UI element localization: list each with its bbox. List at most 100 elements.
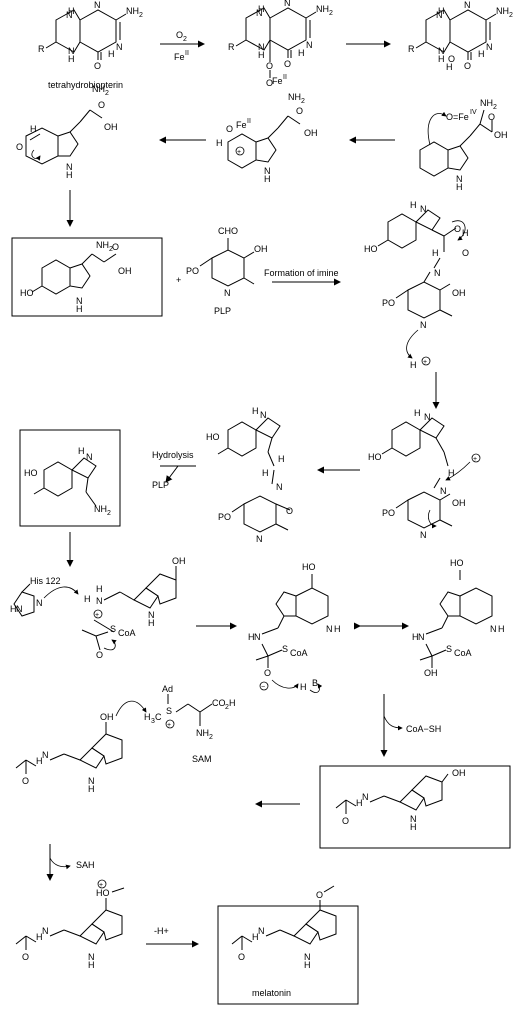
h3c-label: H (144, 712, 151, 722)
serotonin-structure: H N HO NH 2 (24, 446, 111, 517)
atom-o: O (284, 59, 291, 69)
atom-n: N (94, 0, 101, 10)
negative-charge: − (261, 684, 265, 691)
base-label: B (312, 678, 318, 688)
fe-iv-superscript: IV (470, 109, 477, 116)
atom-h: H (300, 682, 307, 692)
nh2-subscript: 2 (329, 10, 333, 17)
atom-n: N (304, 952, 311, 962)
positive-charge: + (473, 456, 477, 463)
atom-n: N (264, 166, 271, 176)
po-label: PO (186, 266, 199, 276)
r-group: R (408, 44, 415, 54)
tetrahedral-intermediate-alkoxide: HO N H H N S CoA O − H B (248, 562, 341, 693)
atom-n: N (260, 410, 267, 420)
atom-h: H (258, 50, 265, 60)
quinonoid-intermediate: H N HO H + N OH PO N (368, 408, 481, 540)
cho-label: CHO (218, 226, 238, 236)
nh2-subscript: 2 (301, 98, 305, 105)
atom-h: H (68, 54, 75, 64)
co2h-label: CO (212, 698, 226, 708)
oh-label: OH (118, 266, 132, 276)
atom-o: O (264, 668, 271, 678)
atom-h: H (432, 248, 439, 258)
atom-n: N (420, 530, 427, 540)
ho-label: HO (206, 432, 220, 442)
atom-h: H (36, 932, 43, 942)
arrow-sah-release: SAH (46, 844, 95, 881)
plus-sign: + (176, 275, 181, 285)
co2h-subscript: 2 (225, 704, 229, 711)
oh-label: OH (104, 122, 118, 132)
oh-label: OH (304, 128, 318, 138)
ho-label: HO (364, 244, 378, 254)
atom-o: O (22, 952, 29, 962)
atom-h: H (68, 6, 75, 16)
h3c-subscript: 3 (151, 718, 155, 725)
oh-label: OH (494, 130, 508, 140)
atom-h: H (30, 124, 37, 134)
oh-label: OH (254, 244, 268, 254)
5-hydroxytryptophan-structure: HO NH 2 OH O N H (20, 240, 132, 314)
atom-n: N (436, 10, 443, 20)
atom-h: H (108, 49, 115, 59)
serotonin-box (19, 429, 121, 527)
nh2-subscript: 2 (493, 104, 497, 111)
atom-o: O (462, 248, 469, 258)
atom-n: N (456, 174, 463, 184)
melatonin-structure: O H N O N H melatonin (231, 885, 337, 998)
positive-charge: + (95, 612, 99, 619)
arrow-o2-fe: O 2 Fe II (160, 30, 205, 62)
atom-n: N (116, 42, 123, 52)
atom-n: N (326, 624, 333, 634)
atom-o: O (226, 124, 233, 134)
nh2-subscript: 2 (139, 12, 143, 19)
atom-h: H (96, 584, 103, 594)
nh2-subscript: 2 (109, 246, 113, 253)
atom-n: N (36, 598, 43, 608)
atom-h: H (356, 798, 363, 808)
atom-h: H (84, 594, 91, 604)
r-group: R (38, 44, 45, 54)
oh-label: OH (452, 498, 466, 508)
atom-n: N (42, 750, 49, 760)
atom-o: O (316, 890, 323, 900)
atom-h: H (10, 604, 17, 614)
atom-o: O (16, 142, 23, 152)
arrow-coa-sh-release: CoA−SH (380, 694, 441, 757)
atom-h: H (88, 784, 95, 794)
atom-o: O (296, 106, 303, 116)
atom-o: O (464, 61, 471, 71)
atom-n: N (410, 814, 417, 824)
fe-label: Fe (236, 120, 247, 130)
atom-n: N (434, 268, 441, 278)
tryptophan-feiv: NH 2 OH O N H O=Fe IV (419, 98, 508, 192)
ho-label: HO (96, 888, 110, 898)
sam-label: SAM (192, 754, 212, 764)
atom-n: N (490, 624, 497, 634)
atom-h: H (410, 822, 417, 832)
fe-label: Fe (272, 76, 283, 86)
atom-h: H (304, 960, 311, 970)
po-label: PO (382, 508, 395, 518)
atom-n: N (68, 46, 75, 56)
nh2-label: NH (94, 504, 107, 514)
nh2-subscript: 2 (105, 90, 109, 97)
atom-n: N (258, 926, 265, 936)
arrow-deprotonation: -H+ (146, 926, 199, 948)
ho-label: HO (302, 562, 316, 572)
nh2-subscript: 2 (107, 510, 111, 517)
serotonin-nucleophile: H H N + OH N H (84, 556, 186, 628)
atom-h: H (334, 624, 341, 634)
o-methyl-oxonium: O H N HO + N H (15, 879, 125, 970)
coa-sh-label: CoA−SH (406, 724, 441, 734)
atom-o: O (22, 776, 29, 786)
atom-n: N (420, 204, 427, 214)
o2-subscript: 2 (183, 36, 187, 43)
atom-h: H (252, 406, 259, 416)
oh-label: OH (452, 288, 466, 298)
atom-n: N (88, 776, 95, 786)
po-label: PO (218, 512, 231, 522)
atom-h: H (148, 618, 155, 628)
